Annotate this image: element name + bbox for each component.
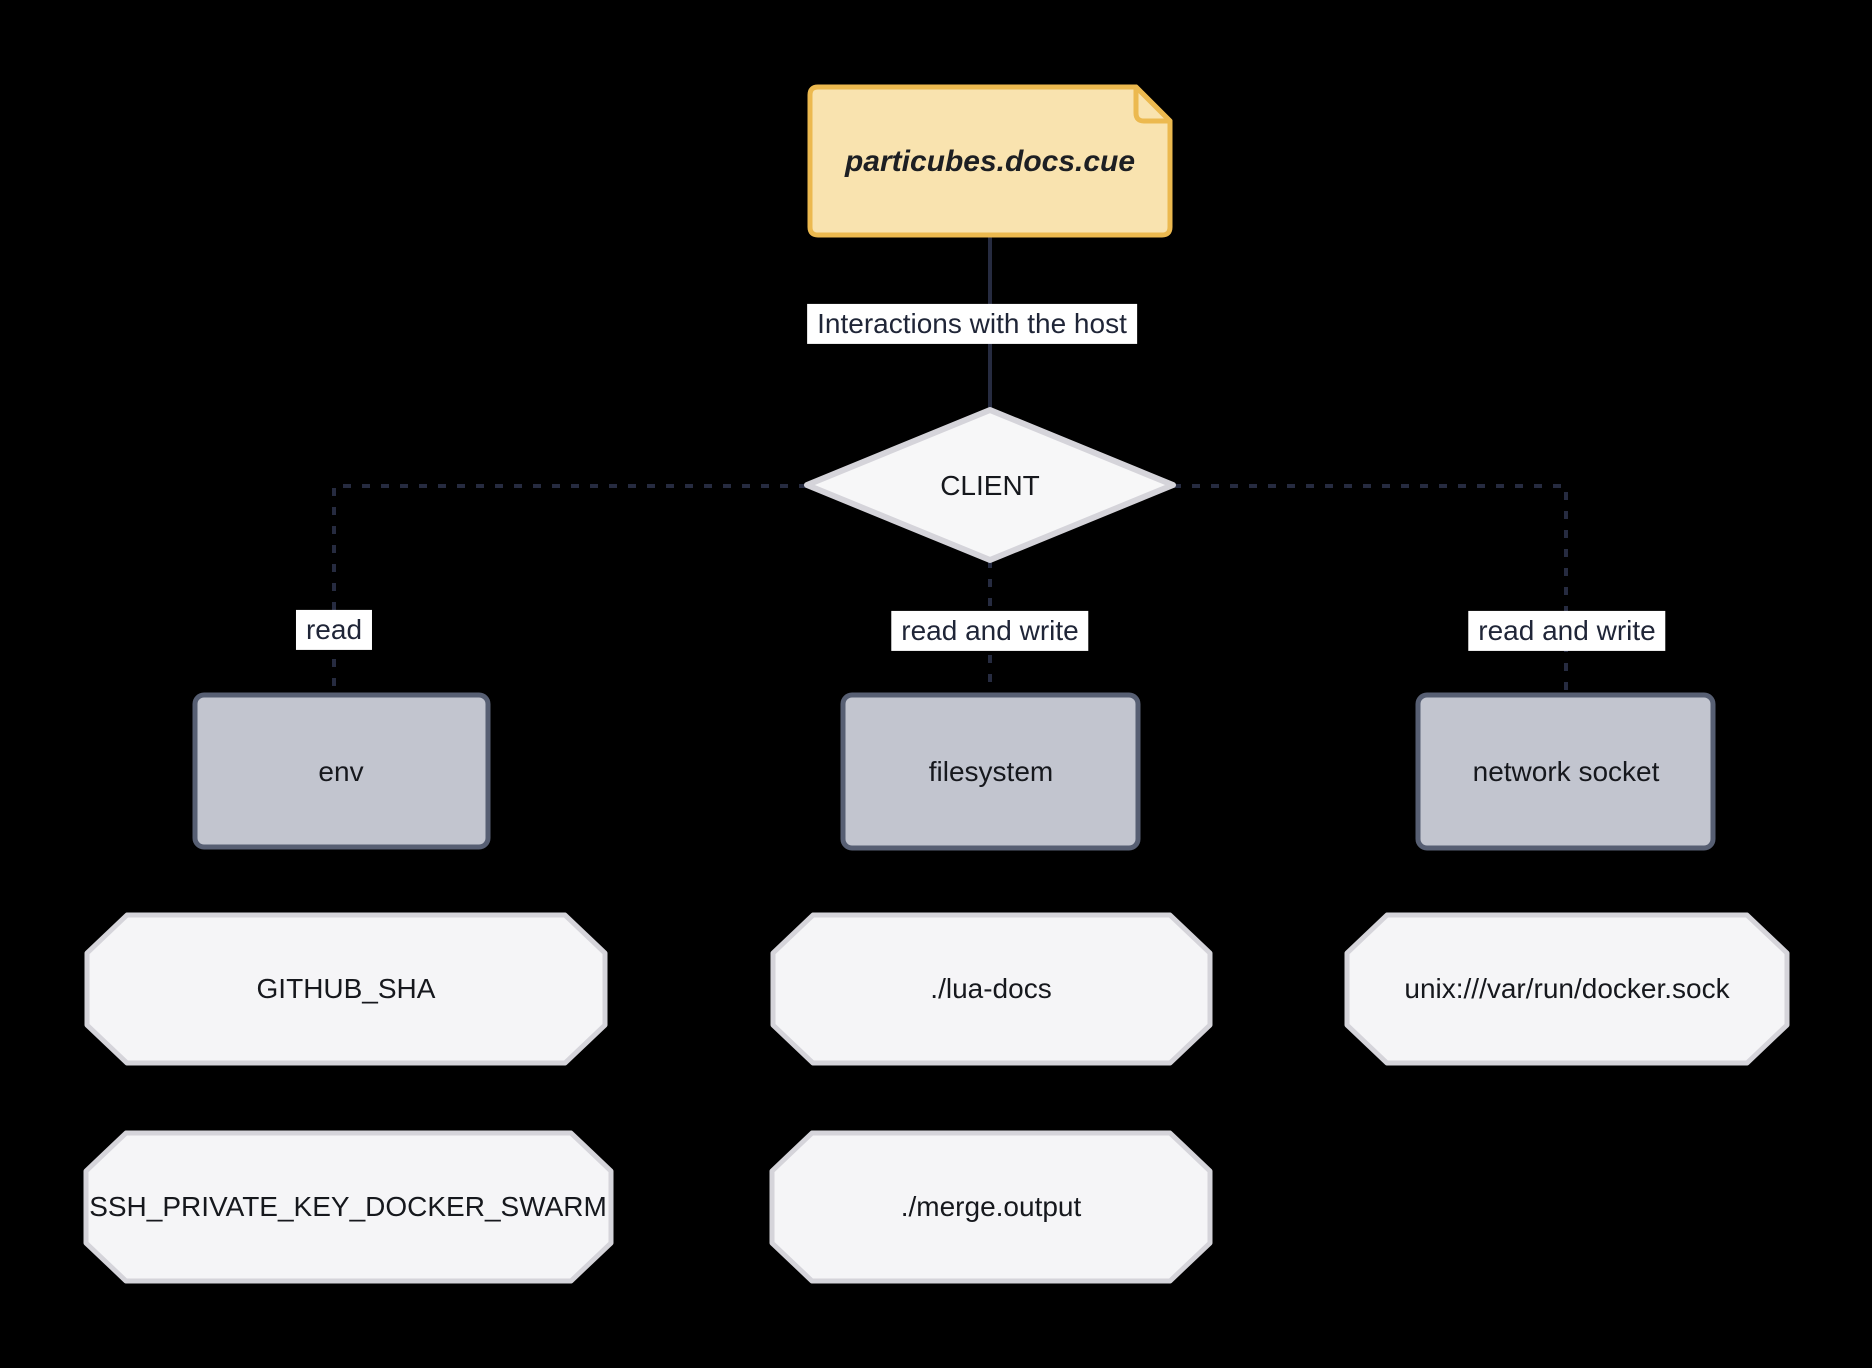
ssh-private-key-label: SSH_PRIVATE_KEY_DOCKER_SWARM [89, 1190, 607, 1222]
env-label: env [318, 755, 364, 787]
edge-client-network-socket [1173, 484, 1568, 697]
client-label: CLIENT [940, 469, 1040, 501]
filesystem-box [840, 692, 1141, 851]
edge-label-read-write-filesystem: read and write [891, 610, 1089, 652]
octagon-ssh-private-key [83, 1130, 614, 1284]
octagon-github-sha [84, 912, 608, 1066]
note-title: particubes.docs.cue [844, 144, 1136, 178]
edge-label-interactions: Interactions with the host [807, 303, 1137, 345]
network-socket-label: network socket [1472, 755, 1660, 787]
octagon-merge-output [769, 1130, 1213, 1284]
env-box [192, 692, 491, 850]
network-socket-box [1415, 692, 1716, 851]
octagon-docker-sock [1344, 912, 1790, 1066]
github-sha-label: GITHUB_SHA [256, 972, 436, 1004]
note-fold-icon [1133, 84, 1173, 124]
filesystem-label: filesystem [928, 755, 1054, 787]
docker-sock-label: unix:///var/run/docker.sock [1404, 972, 1730, 1004]
edge-client-env [332, 484, 807, 697]
lua-docs-label: ./lua-docs [930, 972, 1052, 1004]
edge-label-read-write-network: read and write [1468, 610, 1666, 652]
edge-label-read: read [295, 609, 373, 651]
merge-output-label: ./merge.output [900, 1190, 1082, 1222]
octagon-lua-docs [770, 912, 1213, 1066]
client-diamond [804, 407, 1176, 563]
note-shape [807, 84, 1173, 238]
